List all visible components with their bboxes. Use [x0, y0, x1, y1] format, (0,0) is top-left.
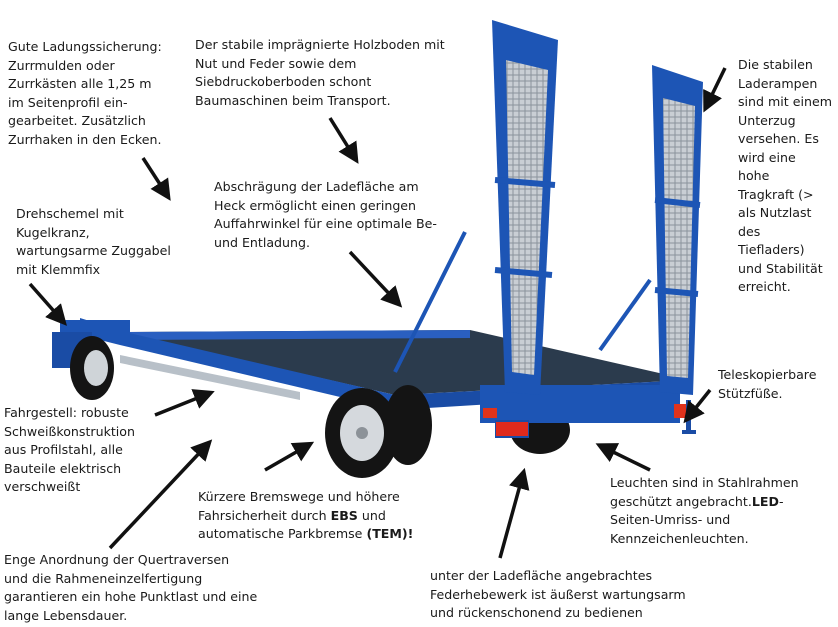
- ramp-strut: [598, 278, 652, 352]
- caption-ramps: Die stabilen Laderampen sind mit einem U…: [738, 57, 832, 294]
- arrow-icon: [498, 467, 530, 559]
- arrow-icon: [108, 439, 213, 550]
- caption-chassis: Fahrgestell: robuste Schweißkonstruktion…: [4, 405, 135, 494]
- ramp-strut: [393, 231, 467, 373]
- caption-brakes: Kürzere Bremswege und höhere Fahrsicherh…: [198, 488, 448, 544]
- caption-lashing: Gute Ladungssicherung: Zurrmulden oder Z…: [8, 39, 162, 147]
- arrow-icon: [141, 157, 171, 201]
- caption-bevel: Abschrägung der Ladefläche am Heck ermög…: [214, 179, 437, 250]
- caption-brakes-ebs: EBS: [330, 507, 358, 523]
- caption-turntable: Drehschemel mit Kugelkranz, wartungsarme…: [16, 206, 171, 277]
- arrow-icon: [264, 441, 315, 472]
- caption-brakes-text-2: und automatische Parkbremse: [198, 507, 386, 542]
- arrow-icon: [595, 443, 651, 472]
- caption-lights-text-2: - Seiten-Umriss- und Kennzeichenleuchten…: [610, 493, 784, 546]
- caption-floor: Der stabile imprägnierte Holzboden mit N…: [195, 37, 445, 108]
- arrow-icon: [703, 67, 727, 113]
- arrow-icon: [328, 117, 359, 164]
- ramp-icon: [652, 65, 703, 395]
- arrow-icon: [348, 250, 403, 308]
- caption-lights-text: Leuchten sind in Stahlrahmen geschützt a…: [610, 475, 799, 509]
- caption-legs: Teleskopierbare Stützfüße.: [718, 367, 817, 401]
- caption-brakes-tem: (TEM)!: [366, 526, 414, 541]
- wheel-icon: [325, 385, 432, 478]
- caption-suspension: unter der Ladefläche angebrachtes Federh…: [430, 568, 686, 620]
- caption-cross: Enge Anordnung der Quertraversen und die…: [4, 552, 258, 623]
- arrow-icon: [28, 282, 67, 326]
- caption-lights: Leuchten sind in Stahlrahmen geschützt a…: [610, 474, 835, 548]
- ramp-icon: [492, 20, 558, 395]
- wheel-icon: [70, 336, 114, 400]
- arrow-icon: [154, 389, 215, 417]
- caption-brakes-text: Kürzere Bremswege und höhere Fahrsicherh…: [198, 489, 400, 523]
- caption-lights-led: LED: [751, 493, 779, 509]
- arrow-icon: [683, 388, 712, 424]
